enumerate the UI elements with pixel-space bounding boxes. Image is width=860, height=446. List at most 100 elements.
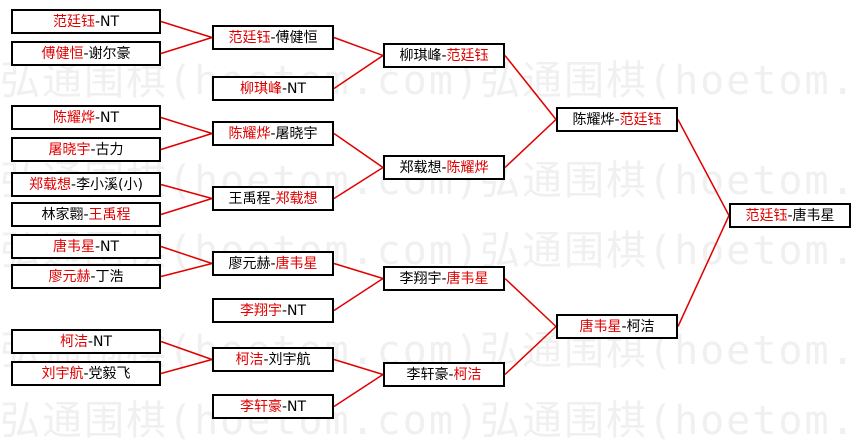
bracket-connector	[160, 132, 213, 151]
player-name: 丁浩	[95, 268, 124, 285]
player-name: 李轩豪	[239, 398, 282, 415]
bracket-connector	[160, 340, 213, 361]
match-separator: -	[83, 45, 89, 62]
player-name: 唐韦星	[52, 238, 95, 255]
player-name: NT	[100, 13, 120, 30]
player-name: 林家翾	[41, 206, 84, 223]
bracket-connector	[160, 116, 213, 135]
player-name: 李轩豪	[406, 366, 449, 383]
player-name: NT	[287, 398, 307, 415]
player-name: 范廷钰	[619, 111, 662, 128]
player-name: 王禹程	[88, 206, 131, 223]
match-box: 范廷钰-傅健恒	[212, 25, 334, 50]
player-name: 廖元赫	[228, 255, 271, 272]
player-name: NT	[100, 238, 120, 255]
match-separator: -	[263, 351, 269, 368]
player-name: 郑载想	[275, 190, 318, 207]
match-box: 林家翾-王禹程	[11, 202, 161, 227]
player-name: 李小溪(小)	[76, 176, 143, 193]
player-name: 柯洁	[453, 366, 482, 383]
match-separator: -	[83, 206, 89, 223]
match-box: 唐韦星-柯洁	[556, 314, 678, 339]
player-name: 陈耀烨	[446, 159, 489, 176]
match-box: 傅健恒-谢尔豪	[11, 41, 161, 66]
match-separator: -	[270, 190, 276, 207]
player-name: 王禹程	[228, 190, 271, 207]
bracket-connector	[160, 20, 213, 39]
player-name: 古力	[95, 141, 124, 158]
player-name: 柯洁	[626, 318, 655, 335]
player-name: NT	[287, 302, 307, 319]
player-name: 党毅飞	[88, 365, 131, 382]
player-name: 唐韦星	[275, 255, 318, 272]
match-box: 李轩豪-NT	[212, 394, 334, 419]
match-separator: -	[270, 255, 276, 272]
match-box: 柳琪峰-NT	[212, 76, 334, 101]
match-box: 唐韦星-NT	[11, 234, 161, 259]
player-name: 傅健恒	[275, 29, 318, 46]
player-name: 屠晓宇	[275, 125, 318, 142]
match-separator: -	[90, 268, 96, 285]
match-separator: -	[90, 141, 96, 158]
bracket-connector	[160, 358, 213, 375]
match-box: 廖元赫-唐韦星	[212, 251, 334, 276]
bracket-connector	[333, 358, 384, 376]
player-name: 屠晓宇	[48, 141, 91, 158]
player-name: 柳琪峰	[399, 47, 442, 64]
match-box: 陈耀烨-范廷钰	[556, 107, 678, 132]
player-name: 郑载想	[399, 159, 442, 176]
match-separator: -	[614, 111, 620, 128]
match-box: 柯洁-刘宇航	[212, 347, 334, 372]
player-name: 柯洁	[235, 351, 264, 368]
match-box: 王禹程-郑载想	[212, 186, 334, 211]
match-separator: -	[87, 333, 94, 350]
bracket-connector	[333, 54, 384, 90]
match-separator: -	[441, 47, 447, 64]
bracket-connector	[504, 277, 557, 328]
match-separator: -	[621, 318, 627, 335]
player-name: 李翔宇	[399, 270, 442, 287]
player-name: 陈耀烨	[572, 111, 615, 128]
bracket-connector	[160, 245, 213, 265]
player-name: 刘宇航	[41, 365, 84, 382]
player-name: 柳琪峰	[239, 80, 282, 97]
match-box: 李翔宇-唐韦星	[383, 266, 505, 291]
bracket-connector	[677, 119, 730, 216]
match-box: 范廷钰-NT	[11, 9, 161, 34]
match-separator: -	[94, 13, 101, 30]
bracket-connector	[160, 36, 213, 55]
player-name: 柯洁	[59, 333, 88, 350]
match-separator: -	[281, 80, 288, 97]
bracket-connector	[333, 277, 384, 312]
match-box: 郑载想-陈耀烨	[383, 155, 505, 180]
player-name: NT	[287, 80, 307, 97]
player-name: 范廷钰	[52, 13, 95, 30]
bracket-connector	[160, 197, 213, 216]
player-name: 谢尔豪	[88, 45, 131, 62]
bracket-connector	[333, 373, 384, 408]
match-box: 刘宇航-党毅飞	[11, 361, 161, 386]
bracket-connector	[504, 55, 557, 120]
match-box: 李翔宇-NT	[212, 298, 334, 323]
match-box: 陈耀烨-NT	[11, 105, 161, 130]
player-name: 廖元赫	[48, 268, 91, 285]
match-separator: -	[281, 302, 288, 319]
match-separator: -	[448, 366, 454, 383]
bracket-connectors	[160, 20, 730, 408]
match-box: 陈耀烨-屠晓宇	[212, 121, 334, 146]
match-box: 廖元赫-丁浩	[11, 264, 161, 289]
player-name: 刘宇航	[268, 351, 311, 368]
player-name: 陈耀烨	[52, 109, 95, 126]
player-name: 唐韦星	[792, 207, 835, 224]
player-name: 傅健恒	[41, 45, 84, 62]
match-separator: -	[94, 109, 101, 126]
match-separator: -	[83, 365, 89, 382]
bracket-connector	[333, 262, 384, 280]
match-box: 李轩豪-柯洁	[383, 362, 505, 387]
match-box: 范廷钰-唐韦星	[729, 203, 851, 228]
match-separator: -	[787, 207, 793, 224]
player-name: 范廷钰	[228, 29, 271, 46]
player-name: NT	[93, 333, 113, 350]
bracket-connector	[160, 183, 213, 200]
match-box: 柳琪峰-范廷钰	[383, 43, 505, 68]
